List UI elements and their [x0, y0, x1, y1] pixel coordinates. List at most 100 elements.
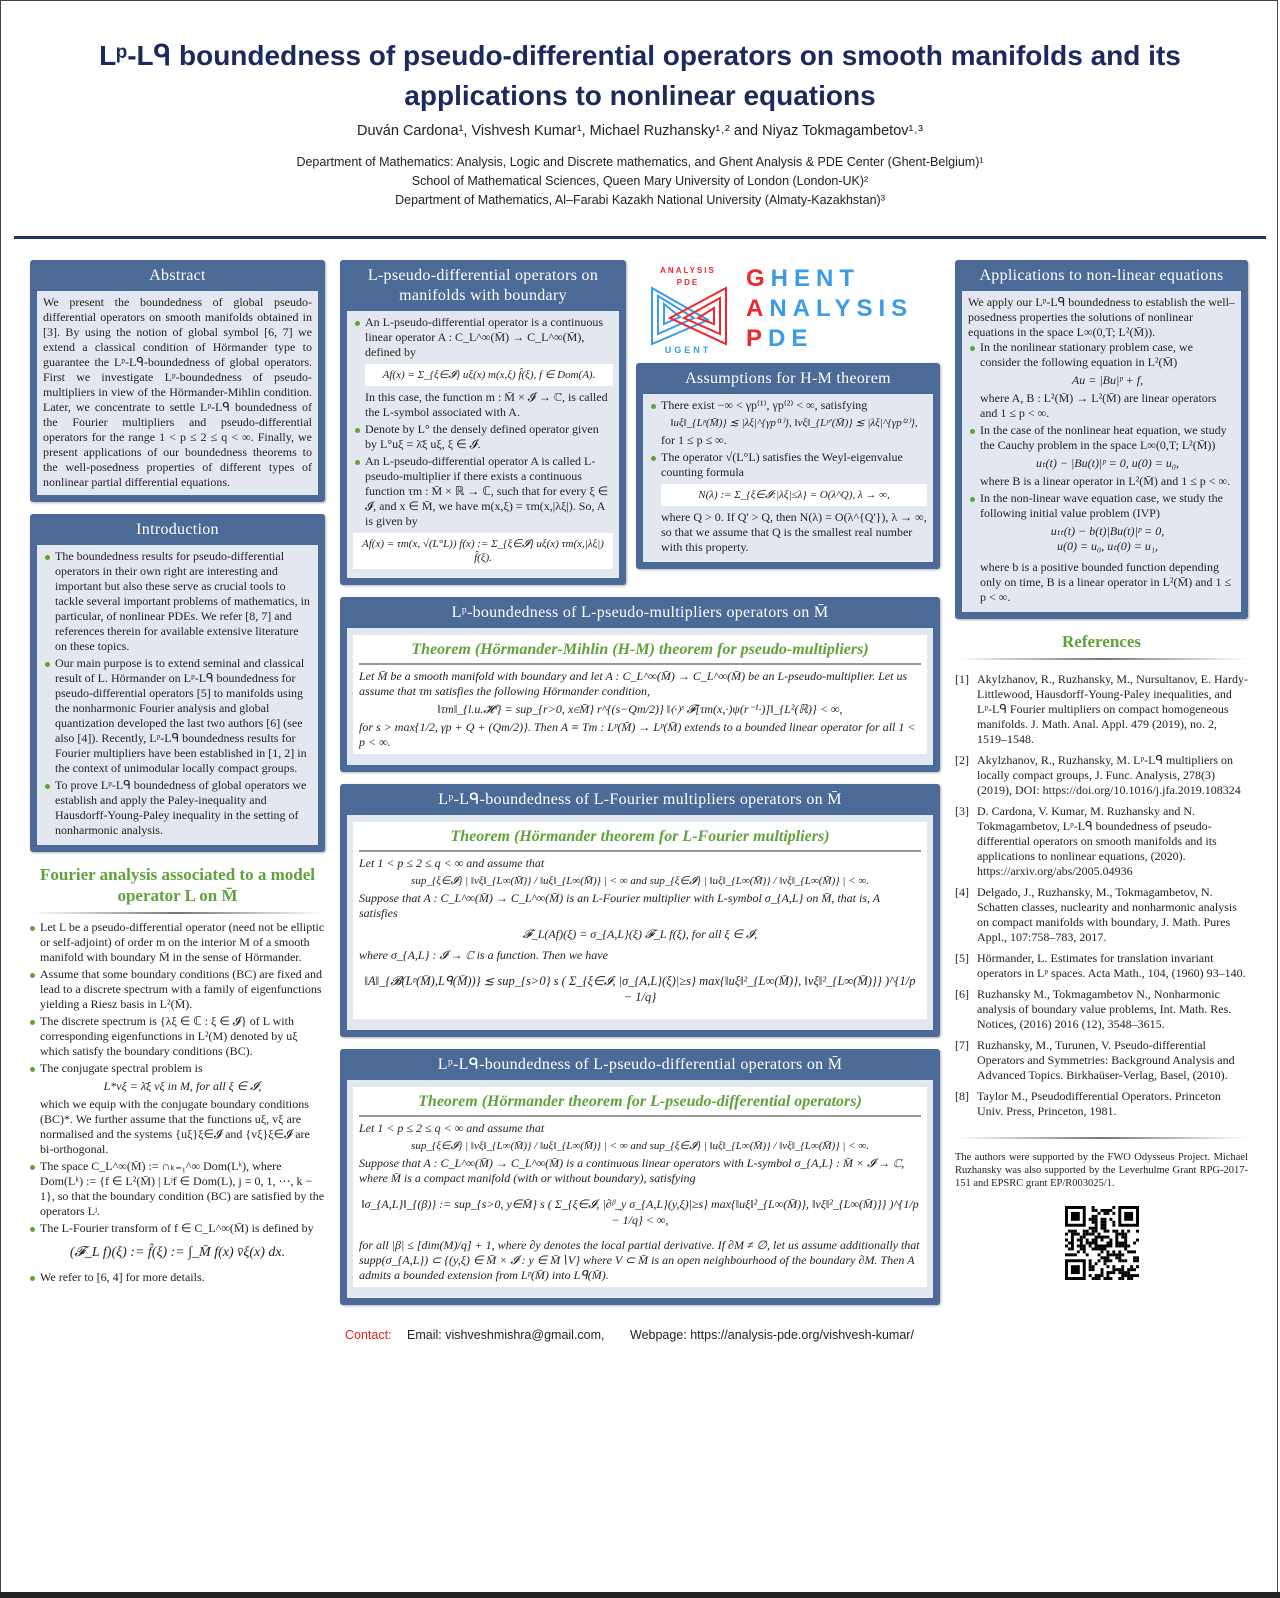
equation: Af(x) = Σ_{ξ∈𝓘} uξ(x) m(x,ξ) f̂(ξ), f ∈ …: [365, 364, 613, 386]
paragraph: We apply our Lᵖ-Lᑫ boundedness to establ…: [968, 295, 1235, 339]
contact-line: Contact: Email: vishveshmishra@gmail.com…: [340, 1327, 940, 1343]
list-item: The conjugate spectral problem is L*vξ =…: [30, 1061, 325, 1157]
reference-text: Hörmander, L. Estimates for translation …: [977, 951, 1246, 980]
divider: [955, 1137, 1248, 1139]
equation: 𝓕_L(Af)(ξ) = σ_{A,L}(ξ) 𝓕_L f(ξ), for al…: [522, 927, 758, 941]
footer-bar: [0, 1592, 1280, 1598]
logo-text: ANALYSIS: [660, 266, 716, 275]
introduction-box: Introduction The boundedness results for…: [30, 514, 325, 852]
reference-item: [2]Akylzhanov, R., Ruzhansky, M. Lᵖ-Lᑫ m…: [955, 753, 1248, 798]
paragraph: for 1 ≤ p ≤ ∞.: [661, 433, 727, 447]
l-pseudo-title: L-pseudo-differential operators on manif…: [367, 267, 599, 304]
middle-column: L-pseudo-differential operators on manif…: [340, 260, 940, 1343]
equation: u(0) = u₀, uₜ(0) = u₁,: [1056, 539, 1159, 553]
list-item-text: The operator √(L°L) satisfies the Weyl-e…: [661, 450, 903, 479]
l-pseudo-box: L-pseudo-differential operators on manif…: [340, 260, 626, 585]
lp-multipliers-body: Theorem (Hörmander-Mihlin (H-M) theorem …: [347, 628, 933, 765]
equation: sup_{ξ∈𝓘} | ‖vξ‖_{L∞(M̄)} / ‖uξ‖_{L∞(M̄)…: [411, 1140, 869, 1152]
paragraph: Let 1 < p ≤ 2 ≤ q < ∞ and assume that: [359, 856, 545, 870]
list-item-text: In the case of the nonlinear heat equati…: [980, 423, 1227, 452]
contact-webpage[interactable]: Webpage: https://analysis-pde.org/vishve…: [630, 1328, 914, 1342]
equation: ‖uξ‖_{Lᵖ(M̄)} ≲ |λξ|^{γp⁽¹⁾}, ‖vξ‖_{Lᵖ'(…: [670, 417, 918, 429]
paragraph: where Q > 0. If Q' > Q, then N(λ) = O(λ^…: [661, 510, 927, 554]
theorem: Theorem (Hörmander theorem for L-pseudo-…: [353, 1087, 927, 1287]
paragraph: for all |β| ≤ [dim(M)/q] + 1, where ∂y d…: [359, 1238, 920, 1282]
reference-number: [7]: [955, 1038, 969, 1052]
references-list: [1]Akylzhanov, R., Ruzhansky, M., Nursul…: [955, 672, 1248, 1125]
list-item: Let L be a pseudo-differential operator …: [30, 920, 325, 964]
reference-number: [1]: [955, 672, 969, 686]
list-item: Assume that some boundary conditions (BC…: [30, 967, 325, 1012]
assumptions-title: Assumptions for H-M theorem: [685, 370, 891, 387]
equation: Af(x) = τm(x, √(L°L)) f(x) := Σ_{ξ∈𝓘} uξ…: [353, 533, 613, 569]
equation: Au = |Bu|ᵖ + f,: [1071, 373, 1144, 387]
reference-item: [7]Ruzhansky, M., Turunen, V. Pseudo-dif…: [955, 1038, 1248, 1083]
paragraph: Suppose that A : C_L^∞(M̄) → C_L^∞(M̄) i…: [359, 891, 880, 920]
list-item-text: In the non-linear wave equation case, we…: [980, 491, 1223, 520]
support-note: The authors were supported by the FWO Od…: [955, 1152, 1248, 1189]
conjugate-text: which we equip with the conjugate bounda…: [40, 1097, 310, 1156]
reference-text: Delgado, J., Ruzhansky, M., Tokmagambeto…: [977, 885, 1237, 944]
logo-text: GHENT: [746, 265, 860, 292]
left-column: Abstract We present the boundedness of g…: [30, 260, 325, 1287]
introduction-body: The boundedness results for pseudo-diffe…: [37, 545, 318, 845]
fourier-multipliers-body: Theorem (Hörmander theorem for L-Fourier…: [347, 815, 933, 1030]
reference-item: [5] Hörmander, L. Estimates for translati…: [955, 951, 1248, 981]
pdo-body: Theorem (Hörmander theorem for L-pseudo-…: [347, 1080, 933, 1298]
reference-item: [1]Akylzhanov, R., Ruzhansky, M., Nursul…: [955, 672, 1248, 747]
list-item: Denote by L° the densely defined operato…: [355, 422, 613, 452]
theorem: Theorem (Hörmander-Mihlin (H-M) theorem …: [353, 635, 927, 754]
theorem-title: Theorem (Hörmander theorem for L-pseudo-…: [359, 1087, 921, 1117]
list-item: An L-pseudo-differential operator is a c…: [355, 315, 613, 420]
divider: [955, 658, 1248, 660]
reference-text: D. Cardona, V. Kumar, M. Ruzhansky and N…: [977, 804, 1217, 878]
abstract-body: We present the boundedness of global pse…: [37, 291, 318, 495]
logo-text: PDE: [746, 325, 813, 352]
reference-item: [4] Delgado, J., Ruzhansky, M., Tokmagamb…: [955, 885, 1248, 945]
equation: ‖σ_{A,L}‖_{(β)} := sup_{s>0, y∈M̄} s ( Σ…: [361, 1197, 919, 1227]
contact-email[interactable]: Email: vishveshmishra@gmail.com,: [407, 1328, 605, 1342]
list-item-text: The conjugate spectral problem is: [40, 1061, 203, 1075]
pdo-box: Lᵖ-Lᑫ-boundedness of L-pseudo-differenti…: [340, 1049, 940, 1305]
affiliation: Department of Mathematics, Al–Farabi Kaz…: [395, 193, 885, 207]
paragraph: In this case, the function m : M̄ × 𝓘 → …: [365, 390, 608, 419]
pdo-title: Lᵖ-Lᑫ-boundedness of L-pseudo-differenti…: [437, 1056, 843, 1073]
list-item: The space C_L^∞(M̄) := ∩ₖ₌₁^∞ Dom(Lᵏ), w…: [30, 1159, 325, 1218]
paragraph: Let 1 < p ≤ 2 ≤ q < ∞ and assume that: [359, 1121, 545, 1135]
equation: ‖A‖_{𝓑(Lᵖ(M̄),Lᑫ(M̄))} ≲ sup_{s>0} s ( Σ…: [364, 974, 916, 1004]
list-item-text: There exist −∞ < γp⁽¹⁾, γp⁽²⁾ < ∞, satis…: [661, 398, 868, 412]
theorem: Theorem (Hörmander theorem for L-Fourier…: [353, 822, 927, 1019]
right-of-top-row: ANALYSIS PDE UGENT GHENT ANALYSIS PDE As…: [636, 260, 940, 569]
list-item: The boundedness results for pseudo-diffe…: [45, 549, 312, 654]
list-item: The operator √(L°L) satisfies the Weyl-e…: [651, 450, 927, 555]
equation: uₜ(t) − |Bu(t)|ᵖ = 0, u(0) = u₀,: [1036, 456, 1179, 470]
paragraph: where A, B : L²(M̄) → L²(M̄) are linear …: [980, 391, 1217, 420]
equation: sup_{ξ∈𝓘} | ‖vξ‖_{L∞(M̄)} / ‖uξ‖_{L∞(M̄)…: [411, 875, 869, 887]
fourier-analysis-section: Fourier analysis associated to a model o…: [30, 864, 325, 1287]
qr-code[interactable]: [1064, 1206, 1139, 1280]
list-item: In the nonlinear stationary problem case…: [970, 340, 1235, 421]
right-column: Applications to non-linear equations We …: [955, 260, 1248, 1280]
reference-number: [4]: [955, 885, 969, 899]
l-pseudo-body: An L-pseudo-differential operator is a c…: [347, 311, 619, 578]
reference-number: [6]: [955, 987, 969, 1001]
equation: uₜₜ(t) − b(t)|Bu(t)|ᵖ = 0,: [1050, 524, 1165, 538]
abstract-box: Abstract We present the boundedness of g…: [30, 260, 325, 502]
equation: N(λ) := Σ_{ξ∈𝓘:|λξ|≤λ} = O(λ^Q), λ → ∞,: [661, 484, 927, 506]
logo-text: UGENT: [665, 345, 712, 355]
fourier-analysis-heading: Fourier analysis associated to a model o…: [40, 865, 315, 905]
reference-text: Ruzhansky M., Tokmagambetov N., Nonharmo…: [977, 987, 1232, 1031]
applications-title: Applications to non-linear equations: [979, 267, 1224, 284]
paragraph: where b is a positive bounded function d…: [980, 560, 1232, 604]
affiliation: School of Mathematical Sciences, Queen M…: [411, 174, 869, 188]
list-item: To prove Lᵖ-Lᑫ boundedness of global ope…: [45, 778, 312, 838]
logo-text: ANALYSIS: [746, 295, 913, 322]
middle-top-row: L-pseudo-differential operators on manif…: [340, 260, 940, 585]
reference-number: [5]: [955, 951, 969, 965]
reference-item: [3] D. Cardona, V. Kumar, M. Ruzhansky an…: [955, 804, 1248, 879]
fourier-transform-equation: (𝓕_L f)(ξ) := f̂(ξ) := ∫_M̄ f(x) v̄ξ(x) …: [69, 1245, 286, 1260]
reference-text: Taylor M., Pseudodifferential Operators.…: [977, 1089, 1221, 1118]
reference-number: [3]: [955, 804, 969, 818]
list-item: The L-Fourier transform of f ∈ C_L^∞(M̄)…: [30, 1221, 325, 1236]
applications-box: Applications to non-linear equations We …: [955, 260, 1248, 619]
